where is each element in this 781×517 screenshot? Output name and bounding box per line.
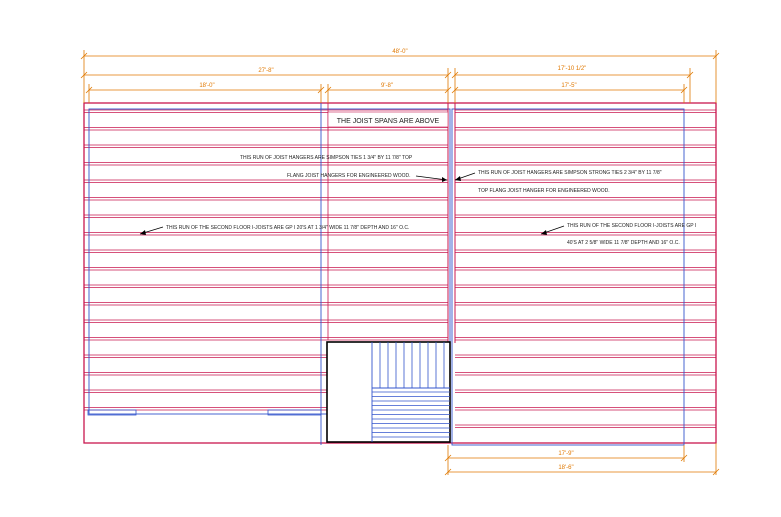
dimension-right-span-label: 17'-5"	[561, 83, 576, 89]
dimension-second-row	[80, 68, 694, 103]
right-joist-spec-2: 40'S AT 2 5/8" WIDE 11 7/8" DEPTH AND 16…	[567, 240, 680, 246]
banner-text: THE JOIST SPANS ARE ABOVE	[337, 118, 440, 125]
left-hanger-note-1: THIS RUN OF JOIST HANGERS ARE SIMPSON TI…	[240, 155, 413, 161]
dimension-left-section-label: 27'-8"	[258, 68, 273, 74]
right-hanger-arrow	[455, 176, 461, 181]
right-joist-field	[455, 109, 716, 428]
right-spec-arrow	[541, 230, 547, 235]
dimension-left-span-label: 18'-0"	[199, 83, 214, 89]
left-hanger-arrow	[442, 177, 447, 182]
left-hanger-note-2: FLANG JOIST HANGERS FOR ENGINEERED WOOD.	[287, 173, 411, 179]
floor-outline	[83, 102, 717, 444]
bottom-left-sill	[87, 409, 137, 416]
dimension-middle-span-label: 9'-8"	[381, 83, 393, 89]
left-beam-outline	[88, 108, 451, 415]
dimension-right-section-label: 17'-10 1/2"	[558, 66, 587, 72]
right-beam-outline	[451, 108, 685, 446]
banner-box	[327, 111, 449, 128]
left-spec-arrow	[140, 230, 146, 235]
right-joist-spec-1: THIS RUN OF THE SECOND FLOOR I-JOISTS AR…	[567, 223, 696, 229]
dimension-bottom-inner-label: 17'-9"	[558, 451, 573, 457]
dimension-bottom	[444, 443, 720, 476]
dimension-bottom-outer-label: 18'-6"	[558, 465, 573, 471]
left-hanger-leader	[415, 175, 448, 181]
bottom-mid-sill	[267, 409, 322, 416]
dimension-overall	[80, 50, 720, 103]
left-joist-spec: THIS RUN OF THE SECOND FLOOR I-JOISTS AR…	[166, 225, 409, 231]
right-hanger-note-1: THIS RUN OF JOIST HANGERS ARE SIMPSON ST…	[478, 170, 662, 176]
dimension-overall-label: 48'-0"	[392, 49, 407, 55]
dimension-third-row	[85, 84, 688, 103]
right-hanger-note-2: TOP FLANG JOIST HANGER FOR ENGINEERED WO…	[478, 188, 610, 194]
stair-treads	[372, 342, 450, 438]
